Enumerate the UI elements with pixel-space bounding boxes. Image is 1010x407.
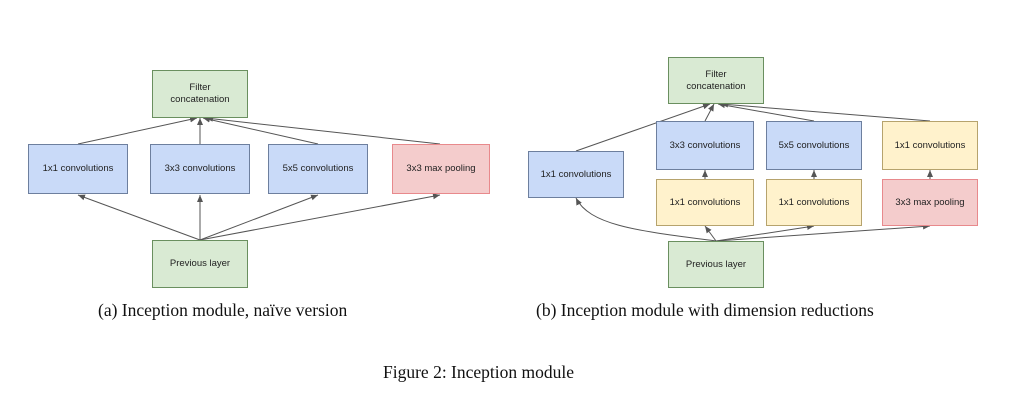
arrow-a-pool-to-concat xyxy=(205,115,441,145)
b-conv-1x1-after-pool: 1x1 convolutions xyxy=(882,121,978,170)
arrow-b-1x1-to-concat xyxy=(575,103,711,152)
b-previous-layer: Previous layer xyxy=(668,241,764,288)
b-reduce-1x1-for-3x3: 1x1 convolutions xyxy=(656,179,754,226)
arrow-b-prev-to-reduce5x5 xyxy=(715,224,815,242)
arrow-b-prev-to-reduce3x3 xyxy=(704,225,717,242)
caption-a: (a) Inception module, naïve version xyxy=(98,300,348,320)
arrow-b-prev-to-pool xyxy=(715,223,931,242)
a-filter-concatenation: Filter concatenation xyxy=(152,70,248,118)
caption-b: (b) Inception module with dimension redu… xyxy=(536,300,874,320)
a-previous-layer: Previous layer xyxy=(152,240,248,288)
arrow-a-prev-to-pool xyxy=(199,193,441,241)
arrow-b-pool1x1-to-concat xyxy=(720,101,931,122)
arrow-b-3x3-to-concat xyxy=(704,103,715,122)
figure-caption: Figure 2: Inception module xyxy=(383,362,575,382)
b-conv-3x3: 3x3 convolutions xyxy=(656,121,754,170)
a-conv-1x1: 1x1 convolutions xyxy=(28,144,128,194)
a-max-pooling: 3x3 max pooling xyxy=(392,144,490,194)
arrow-a-prev-to-1x1 xyxy=(77,194,201,241)
arrow-a-1x1-to-concat xyxy=(77,116,198,145)
b-reduce-1x1-for-5x5: 1x1 convolutions xyxy=(766,179,862,226)
a-conv-3x3: 3x3 convolutions xyxy=(150,144,250,194)
b-conv-5x5: 5x5 convolutions xyxy=(766,121,862,170)
b-conv-1x1-direct: 1x1 convolutions xyxy=(528,151,624,198)
arrow-b-5x5-to-concat xyxy=(717,102,815,122)
arrow-a-5x5-to-concat xyxy=(202,116,319,145)
arrow-a-prev-to-5x5 xyxy=(199,194,319,241)
b-filter-concatenation: Filter concatenation xyxy=(668,57,764,104)
b-max-pooling: 3x3 max pooling xyxy=(882,179,978,226)
a-conv-5x5: 5x5 convolutions xyxy=(268,144,368,194)
arrow-b-prev-to-1x1 xyxy=(575,197,717,242)
